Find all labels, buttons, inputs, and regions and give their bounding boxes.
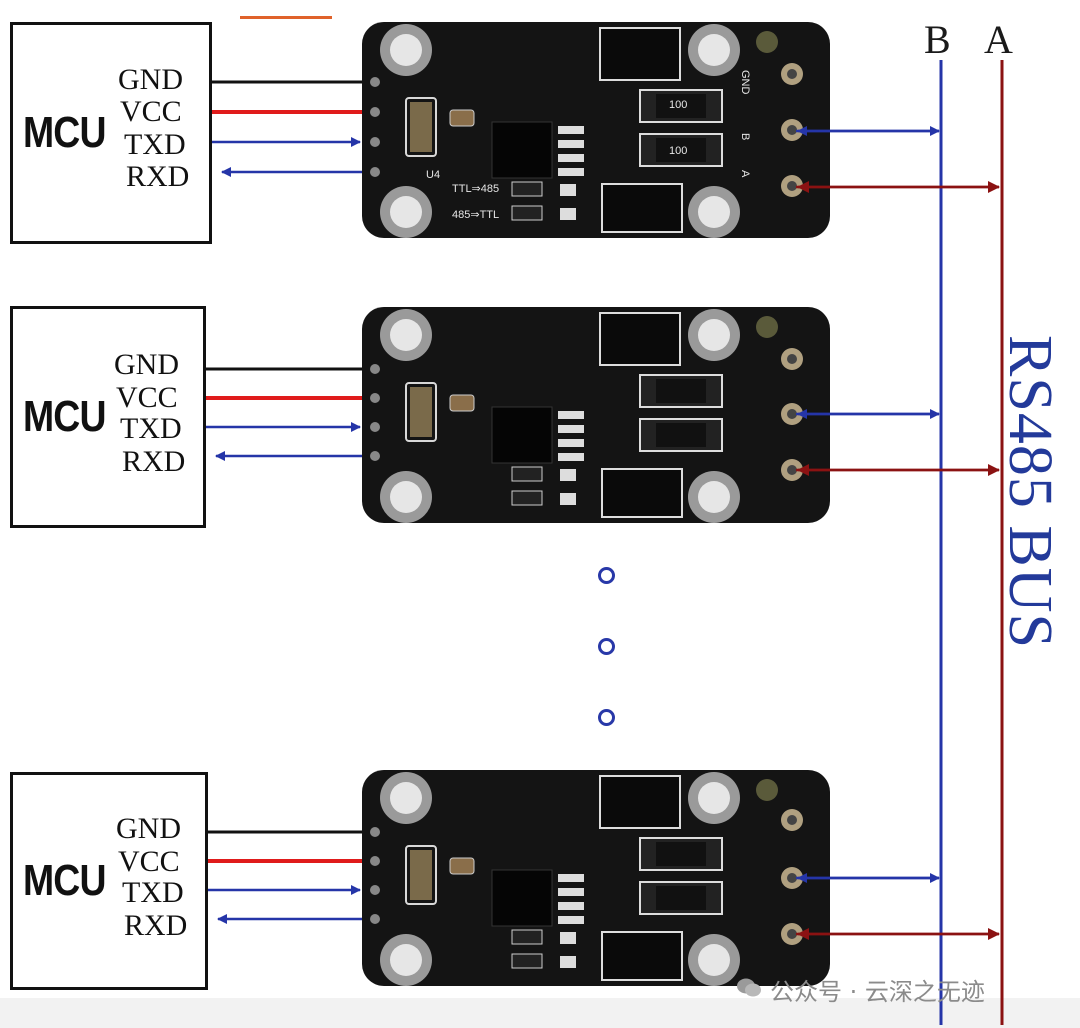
rs485-module-board <box>362 22 830 238</box>
silk-chip-label: U4 <box>426 169 440 181</box>
bottom-bar <box>0 998 1080 1028</box>
pin-gnd-label: GND <box>116 812 181 845</box>
bus-b-label: B <box>924 17 951 62</box>
silk-led-label: TTL⇒485 <box>452 183 499 195</box>
pin-gnd-label: GND <box>118 63 183 96</box>
mcu-box-3: MCU <box>10 772 208 990</box>
mcu-label: MCU <box>23 108 106 157</box>
top-accent-line <box>240 16 332 19</box>
rs485-module-board <box>362 307 830 523</box>
ellipsis-dot <box>598 638 615 655</box>
silk-gnd-label: GND <box>739 70 751 95</box>
pin-rxd-label: RXD <box>126 160 190 193</box>
wechat-icon <box>737 978 761 997</box>
pin-vcc-label: VCC <box>120 95 182 128</box>
rs485-unit-1 <box>210 22 1000 238</box>
pin-vcc-label: VCC <box>118 845 180 878</box>
watermark-text: 公众号 · 云深之无迹 <box>770 978 985 1006</box>
pin-rxd-label: RXD <box>122 445 186 478</box>
ellipsis-dot <box>598 567 615 584</box>
rs485-module-board <box>362 770 830 986</box>
bus-title: RS485 BUS <box>996 335 1064 649</box>
bus-a-label: A <box>984 17 1013 62</box>
mcu-label: MCU <box>23 392 106 441</box>
silk-res-value: 100 <box>669 145 687 157</box>
rs485-unit-2 <box>204 307 1000 523</box>
pin-txd-label: TXD <box>124 128 186 161</box>
pin-txd-label: TXD <box>122 876 184 909</box>
pin-txd-label: TXD <box>120 412 182 445</box>
silk-b-label: B <box>739 133 751 140</box>
rs485-unit-3 <box>206 770 1000 986</box>
pin-gnd-label: GND <box>114 348 179 381</box>
mcu-box-1: MCU <box>10 22 212 244</box>
pin-vcc-label: VCC <box>116 381 178 414</box>
mcu-box-2: MCU <box>10 306 206 528</box>
silk-a-label: A <box>739 170 751 178</box>
ellipsis-dot <box>598 709 615 726</box>
mcu-label: MCU <box>23 856 106 905</box>
silk-res-value: 100 <box>669 99 687 111</box>
pin-rxd-label: RXD <box>124 909 188 942</box>
silk-led-label: 485⇒TTL <box>452 209 499 221</box>
